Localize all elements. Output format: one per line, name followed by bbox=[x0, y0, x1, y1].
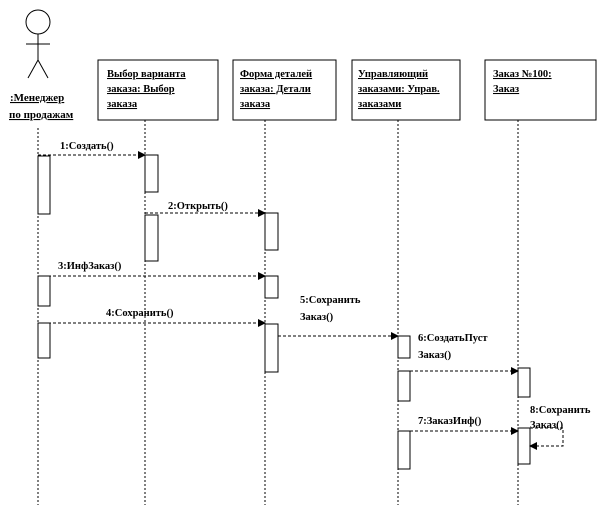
object-label: Заказ bbox=[493, 84, 519, 95]
object-label: заказа bbox=[107, 99, 138, 110]
message-label-4: 4:Сохранить() bbox=[106, 308, 174, 319]
message-label-6-line1: 6:СоздатьПуст bbox=[418, 333, 488, 344]
object-box-variant-selection: Выбор варианта заказа: Выбор заказа bbox=[97, 59, 219, 121]
message-label-2: 2:Открыть() bbox=[168, 201, 228, 212]
activation-manager-2 bbox=[397, 370, 411, 402]
activations bbox=[37, 154, 531, 470]
activation-variant-2 bbox=[144, 214, 159, 262]
message-label-5-line1: 5:Сохранить bbox=[300, 295, 361, 306]
message-label-1: 1:Создать() bbox=[60, 141, 114, 152]
activation-details-2 bbox=[264, 275, 279, 299]
activation-manager-1 bbox=[397, 335, 411, 359]
message-label-5-line2: Заказ() bbox=[300, 312, 334, 323]
object-label: заказа: Выбор bbox=[107, 84, 175, 95]
message-arrow-8-self bbox=[529, 427, 564, 450]
object-label: Выбор варианта bbox=[107, 69, 186, 80]
activation-order-1 bbox=[517, 367, 531, 398]
message-label-3: 3:ИнфЗаказ() bbox=[58, 261, 122, 272]
activation-order-2 bbox=[517, 427, 531, 465]
activation-manager-3 bbox=[397, 430, 411, 470]
message-label-8-line2: Заказ() bbox=[530, 420, 564, 431]
activation-variant-1 bbox=[144, 154, 159, 193]
actor-head bbox=[25, 9, 51, 35]
object-label: Заказ №100: bbox=[493, 69, 552, 80]
object-label: заказа: Детали bbox=[240, 84, 311, 95]
object-label: Управляющий bbox=[358, 69, 428, 80]
actor-name-line2: по продажам bbox=[9, 109, 74, 121]
object-label: заказами: Управ. bbox=[358, 84, 440, 95]
message-label-6-line2: Заказ() bbox=[418, 350, 452, 361]
activation-actor-2 bbox=[37, 275, 51, 307]
actor-leg-left bbox=[27, 59, 39, 79]
object-label: заказами bbox=[358, 99, 401, 110]
activation-details-3 bbox=[264, 323, 279, 373]
message-label-8-line1: 8:Сохранить bbox=[530, 405, 591, 416]
object-label: заказа bbox=[240, 99, 271, 110]
object-box-order-details-form: Форма деталей заказа: Детали заказа bbox=[232, 59, 337, 121]
message-label-7: 7:ЗаказИнф() bbox=[418, 416, 482, 427]
object-box-order-manager: Управляющий заказами: Управ. заказами bbox=[351, 59, 461, 121]
activation-actor-1 bbox=[37, 155, 51, 215]
activation-actor-3 bbox=[37, 322, 51, 359]
messages bbox=[38, 151, 564, 450]
object-box-order-100: Заказ №100: Заказ bbox=[484, 59, 597, 121]
actor-manager: :Менеджер по продажам bbox=[9, 9, 74, 121]
message-labels: 1:Создать() 2:Открыть() 3:ИнфЗаказ() 4:С… bbox=[58, 141, 591, 431]
actor-name-line1: :Менеджер bbox=[10, 92, 64, 104]
object-label: Форма деталей bbox=[240, 69, 312, 80]
actor-leg-right bbox=[37, 59, 49, 79]
activation-details-1 bbox=[264, 212, 279, 251]
